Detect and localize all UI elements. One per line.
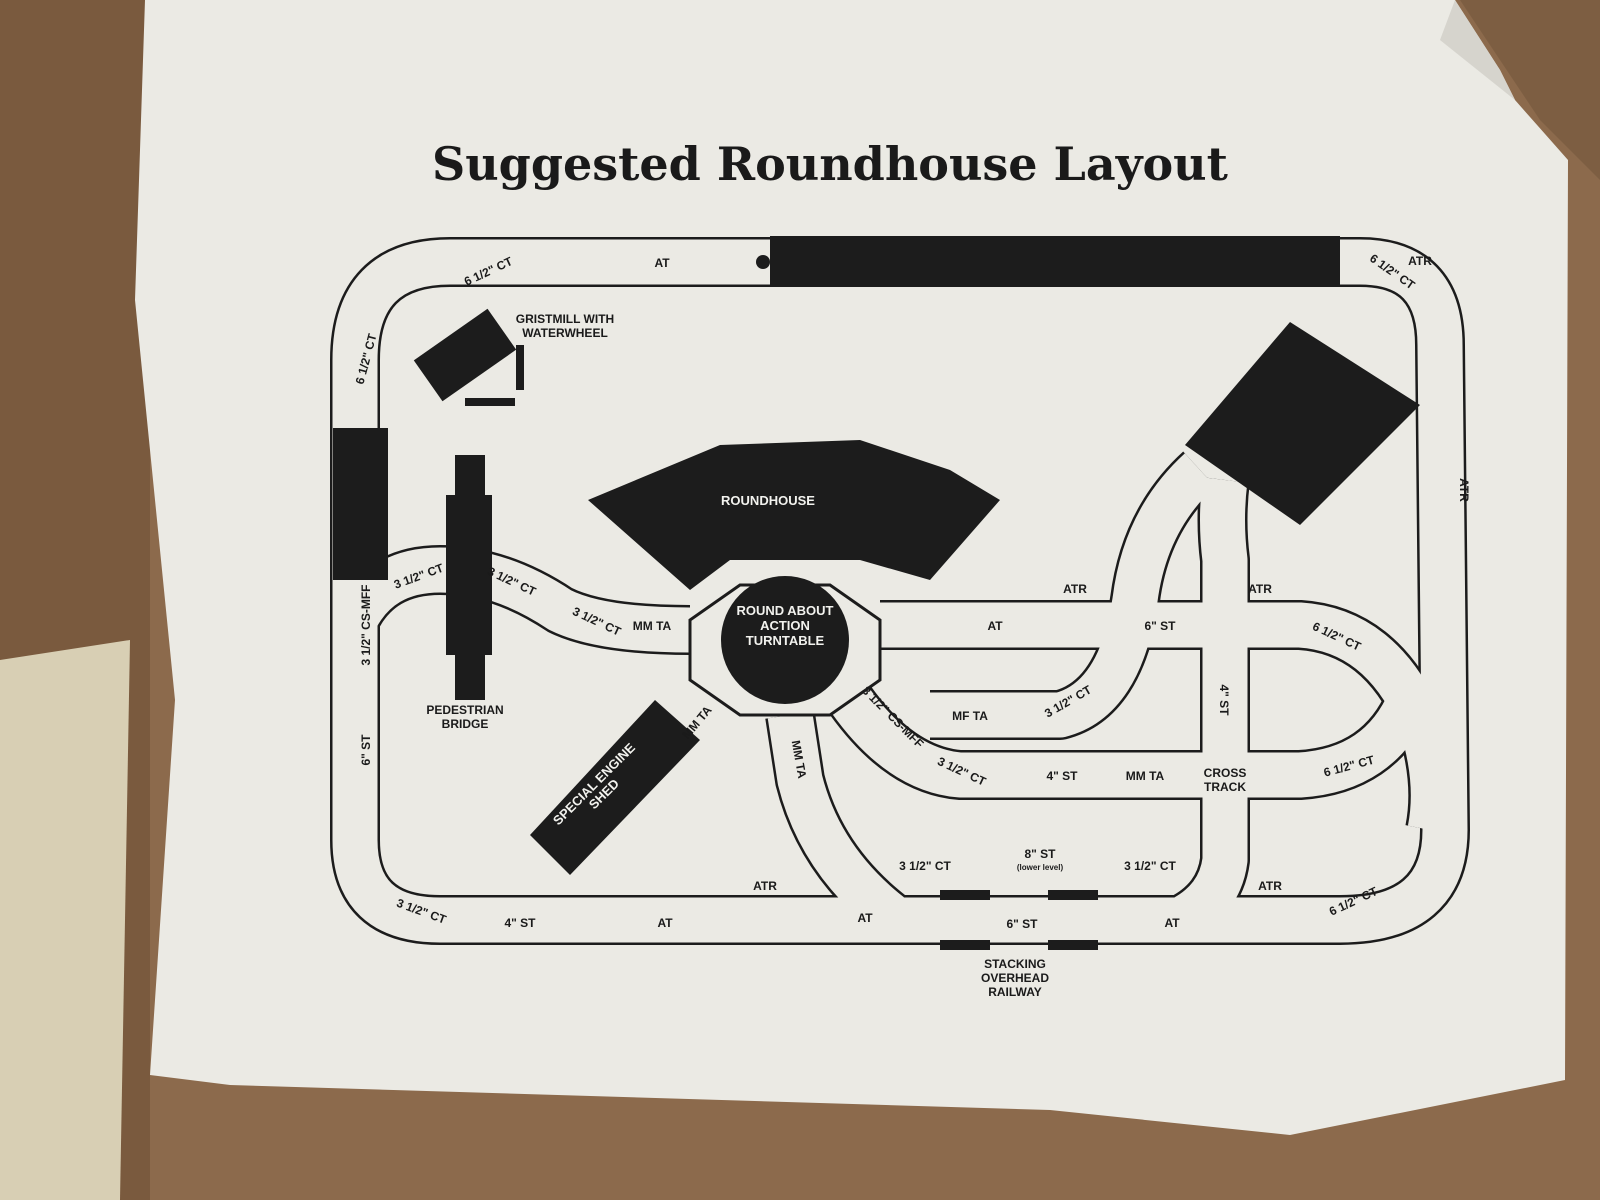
track-label: AT: [987, 619, 1003, 633]
track-label: ATR: [1248, 582, 1272, 596]
diagram-title: Suggested Roundhouse Layout: [432, 137, 1229, 191]
track-label-note: (lower level): [1017, 863, 1064, 872]
track-network: [330, 237, 1470, 945]
connector-peg: [756, 255, 770, 269]
track-label: AT: [654, 256, 670, 270]
turntable-disc: [721, 576, 849, 704]
track-label: 4" ST: [1217, 684, 1231, 716]
leather-right: [1460, 0, 1600, 180]
track-label: 3 1/2" CT: [1124, 859, 1176, 873]
track-label: AT: [1164, 916, 1180, 930]
track-label: 8" ST: [1024, 847, 1056, 861]
turntable-label: TURNTABLE: [746, 633, 825, 648]
track-label: TRACK: [1204, 780, 1246, 794]
track-label: AT: [657, 916, 673, 930]
roundhouse-label: ROUNDHOUSE: [721, 493, 815, 508]
track-label: MM TA: [789, 739, 810, 780]
stacking-railway-label: OVERHEAD: [981, 971, 1049, 985]
track-label: 3 1/2" CT: [899, 859, 951, 873]
turntable-label: ROUND ABOUT: [736, 603, 833, 618]
gristmill-shape: [413, 308, 517, 402]
track-label: ATR: [1457, 478, 1471, 502]
track-label: MM TA: [633, 619, 672, 633]
track-label: MF TA: [952, 709, 988, 723]
pedestrian-bridge-label: PEDESTRIAN: [426, 703, 503, 717]
track-label: ATR: [1258, 879, 1282, 893]
track-label: 4" ST: [504, 916, 536, 930]
turntable-label: ACTION: [760, 618, 810, 633]
track-label: ATR: [1408, 254, 1432, 268]
track-label: 3 1/2" CS-MFF: [359, 584, 373, 665]
overhead-pier: [1048, 940, 1098, 950]
overhead-pier: [1048, 890, 1098, 900]
engine-shed-top-right: [1185, 322, 1420, 525]
stacking-railway-label: RAILWAY: [988, 985, 1042, 999]
track-label: CROSS: [1204, 766, 1247, 780]
stacking-railway-label: STACKING: [984, 957, 1046, 971]
track-label: AT: [857, 911, 873, 925]
track-label: MM TA: [1126, 769, 1165, 783]
waterwheel-piece: [516, 345, 524, 390]
track-label: 6" ST: [1006, 917, 1038, 931]
overhead-pier: [940, 890, 990, 900]
tunnel-block-top: [770, 236, 1340, 286]
track-label: ATR: [753, 879, 777, 893]
tunnel-block-left: [333, 428, 388, 580]
paper-fold: [1440, 0, 1515, 100]
special-engine-shed-shape: [530, 700, 700, 875]
gristmill-label: WATERWHEEL: [522, 326, 608, 340]
carpet: [0, 640, 130, 1200]
track-label: 6" ST: [359, 734, 373, 766]
track-label: 6" ST: [1144, 619, 1176, 633]
gristmill-label: GRISTMILL WITH: [516, 312, 614, 326]
track-label: 4" ST: [1046, 769, 1078, 783]
pedestrian-bridge-label: BRIDGE: [442, 717, 489, 731]
roundhouse-shape: [588, 440, 1000, 590]
overhead-pier: [940, 940, 990, 950]
waterwheel-piece-2: [465, 398, 515, 406]
track-label: ATR: [1063, 582, 1087, 596]
pedestrian-bridge-deck: [446, 495, 492, 655]
